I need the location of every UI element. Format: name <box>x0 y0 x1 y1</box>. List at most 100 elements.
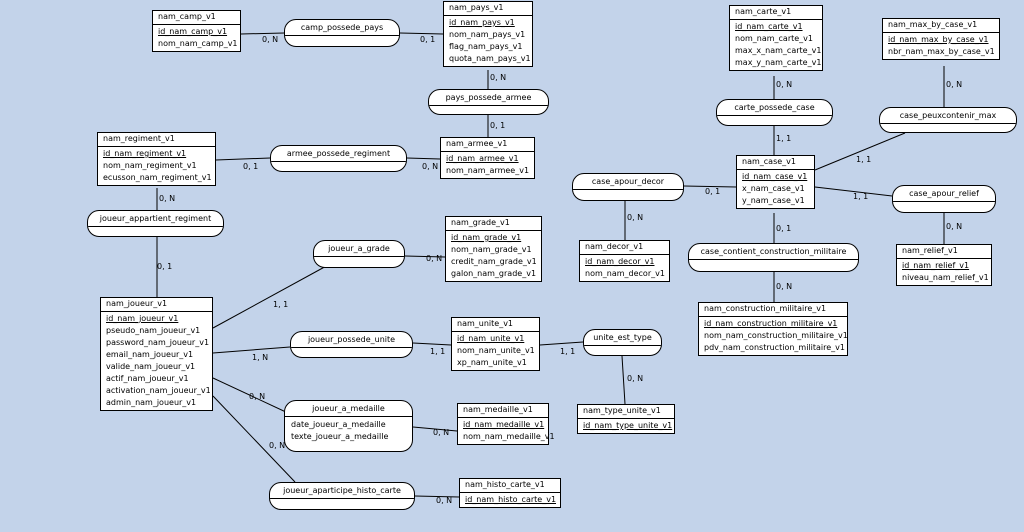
entity-attribute: nom_nam_carte_v1 <box>735 34 813 43</box>
relation-title: case_peuxcontenir_max <box>880 108 1016 124</box>
relation-title: joueur_possede_unite <box>291 332 412 348</box>
entity-title: nam_max_by_case_v1 <box>883 19 999 33</box>
entity-title: nam_armee_v1 <box>441 138 534 152</box>
entity-attribute: nom_nam_camp_v1 <box>158 39 238 48</box>
entity-nam-camp[interactable]: nam_camp_v1 id_nam_camp_v1 nom_nam_camp_… <box>152 10 241 52</box>
relation-joueur-aparticipe-histo-carte[interactable]: joueur_aparticipe_histo_carte <box>269 482 415 510</box>
relation-joueur-a-medaille[interactable]: joueur_a_medaille date_joueur_a_medaille… <box>284 400 413 452</box>
cardinality-label: 0, 1 <box>243 162 259 171</box>
entity-attribute: id_nam_histo_carte_v1 <box>465 495 557 504</box>
entity-attribute: nom_nam_pays_v1 <box>449 30 526 39</box>
entity-nam-pays[interactable]: nam_pays_v1 id_nam_pays_v1 nom_nam_pays_… <box>443 1 533 67</box>
cardinality-label: 0, N <box>426 254 443 263</box>
entity-attribute: flag_nam_pays_v1 <box>449 42 523 51</box>
entity-nam-carte[interactable]: nam_carte_v1 id_nam_carte_v1 nom_nam_car… <box>729 5 823 71</box>
relation-title: unite_est_type <box>584 330 661 346</box>
entity-nam-armee[interactable]: nam_armee_v1 id_nam_armee_v1 nom_nam_arm… <box>440 137 535 179</box>
entity-nam-histo-carte[interactable]: nam_histo_carte_v1 id_nam_histo_carte_v1 <box>459 478 561 508</box>
relation-case-apour-decor[interactable]: case_apour_decor <box>572 173 684 201</box>
cardinality-label: 1, 1 <box>560 347 576 356</box>
cardinality-label: 0, N <box>269 441 286 450</box>
entity-title: nam_joueur_v1 <box>101 298 212 312</box>
entity-attribute: nom_nam_decor_v1 <box>585 269 665 278</box>
entity-title: nam_grade_v1 <box>446 217 541 231</box>
relation-camp-possede-pays[interactable]: camp_possede_pays <box>284 19 400 47</box>
relation-pays-possede-armee[interactable]: pays_possede_armee <box>428 89 549 115</box>
relation-armee-possede-regiment[interactable]: armee_possede_regiment <box>270 145 407 172</box>
relation-title: case_apour_relief <box>893 186 995 202</box>
cardinality-label: 0, N <box>262 35 279 44</box>
entity-nam-type-unite[interactable]: nam_type_unite_v1 id_nam_type_unite_v1 <box>577 404 675 434</box>
cardinality-label: 0, N <box>946 222 963 231</box>
entity-nam-case[interactable]: nam_case_v1 id_nam_case_v1 x_nam_case_v1… <box>736 155 815 209</box>
entity-attribute: ecusson_nam_regiment_v1 <box>103 173 212 182</box>
entity-nam-grade[interactable]: nam_grade_v1 id_nam_grade_v1 nom_nam_gra… <box>445 216 542 282</box>
relation-carte-possede-case[interactable]: carte_possede_case <box>716 99 833 126</box>
cardinality-label: 1, 1 <box>273 300 289 309</box>
cardinality-label: 0, N <box>776 282 793 291</box>
link <box>621 355 626 405</box>
entity-attribute: credit_nam_grade_v1 <box>451 257 537 266</box>
link <box>215 157 271 161</box>
entity-nam-construction-militaire[interactable]: nam_construction_militaire_v1 id_nam_con… <box>698 302 848 356</box>
relation-title: joueur_a_medaille <box>285 401 412 417</box>
relation-attribute: texte_joueur_a_medaille <box>291 432 389 441</box>
entity-title: nam_case_v1 <box>737 156 814 170</box>
link <box>404 255 446 258</box>
entity-attribute: password_nam_joueur_v1 <box>106 338 210 347</box>
entity-title: nam_medaille_v1 <box>458 404 548 418</box>
entity-nam-relief[interactable]: nam_relief_v1 id_nam_relief_v1 niveau_na… <box>896 244 992 286</box>
cardinality-label: 0, N <box>946 80 963 89</box>
relation-case-contient-construction-militaire[interactable]: case_contient_construction_militaire <box>688 243 859 272</box>
link <box>814 186 893 197</box>
entity-attribute: y_nam_case_v1 <box>742 196 805 205</box>
entity-title: nam_carte_v1 <box>730 6 822 20</box>
relation-title: case_contient_construction_militaire <box>689 244 858 260</box>
entity-nam-regiment[interactable]: nam_regiment_v1 id_nam_regiment_v1 nom_n… <box>97 132 216 186</box>
relation-joueur-a-grade[interactable]: joueur_a_grade <box>313 240 405 268</box>
entity-nam-decor[interactable]: nam_decor_v1 id_nam_decor_v1 nom_nam_dec… <box>579 240 670 282</box>
entity-attribute: nom_nam_armee_v1 <box>446 166 530 175</box>
entity-title: nam_pays_v1 <box>444 2 532 16</box>
entity-nam-medaille[interactable]: nam_medaille_v1 id_nam_medaille_v1 nom_n… <box>457 403 555 445</box>
entity-nam-max-by-case[interactable]: nam_max_by_case_v1 id_nam_max_by_case_v1… <box>882 18 1000 60</box>
relation-title: pays_possede_armee <box>429 90 548 106</box>
relation-case-peuxcontenir-max[interactable]: case_peuxcontenir_max <box>879 107 1017 133</box>
link <box>406 157 441 160</box>
entity-attribute: id_nam_relief_v1 <box>902 261 970 270</box>
entity-title: nam_regiment_v1 <box>98 133 215 147</box>
relation-joueur-appartient-regiment[interactable]: joueur_appartient_regiment <box>87 210 224 237</box>
link <box>399 32 444 35</box>
entity-attribute: id_nam_camp_v1 <box>158 27 228 36</box>
entity-attribute: id_nam_grade_v1 <box>451 233 522 242</box>
entity-attribute: id_nam_joueur_v1 <box>106 314 179 323</box>
entity-attribute: id_nam_medaille_v1 <box>463 420 545 429</box>
entity-title: nam_histo_carte_v1 <box>460 479 560 493</box>
entity-attribute: nom_nam_grade_v1 <box>451 245 532 254</box>
entity-attribute: id_nam_type_unite_v1 <box>583 421 673 430</box>
relation-case-apour-relief[interactable]: case_apour_relief <box>892 185 996 213</box>
relation-title: case_apour_decor <box>573 174 683 190</box>
cardinality-label: 0, N <box>433 428 450 437</box>
entity-title: nam_relief_v1 <box>897 245 991 259</box>
relation-title: joueur_aparticipe_histo_carte <box>270 483 414 499</box>
entity-attribute: id_nam_unite_v1 <box>457 334 525 343</box>
entity-attribute: max_y_nam_carte_v1 <box>735 58 822 67</box>
relation-joueur-possede-unite[interactable]: joueur_possede_unite <box>290 331 413 358</box>
relation-unite-est-type[interactable]: unite_est_type <box>583 329 662 356</box>
entity-attribute: admin_nam_joueur_v1 <box>106 398 197 407</box>
entity-nam-joueur[interactable]: nam_joueur_v1 id_nam_joueur_v1 pseudo_na… <box>100 297 213 411</box>
cardinality-label: 0, 1 <box>490 121 506 130</box>
cardinality-label: 1, 1 <box>430 347 446 356</box>
entity-attribute: id_nam_pays_v1 <box>449 18 515 27</box>
link <box>412 426 458 432</box>
entity-attribute: id_nam_regiment_v1 <box>103 149 187 158</box>
entity-attribute: quota_nam_pays_v1 <box>449 54 531 63</box>
link <box>539 341 584 346</box>
entity-attribute: id_nam_construction_militaire_v1 <box>704 319 838 328</box>
link <box>414 495 460 498</box>
entity-title: nam_unite_v1 <box>452 318 539 332</box>
entity-nam-unite[interactable]: nam_unite_v1 id_nam_unite_v1 nom_nam_uni… <box>451 317 540 371</box>
